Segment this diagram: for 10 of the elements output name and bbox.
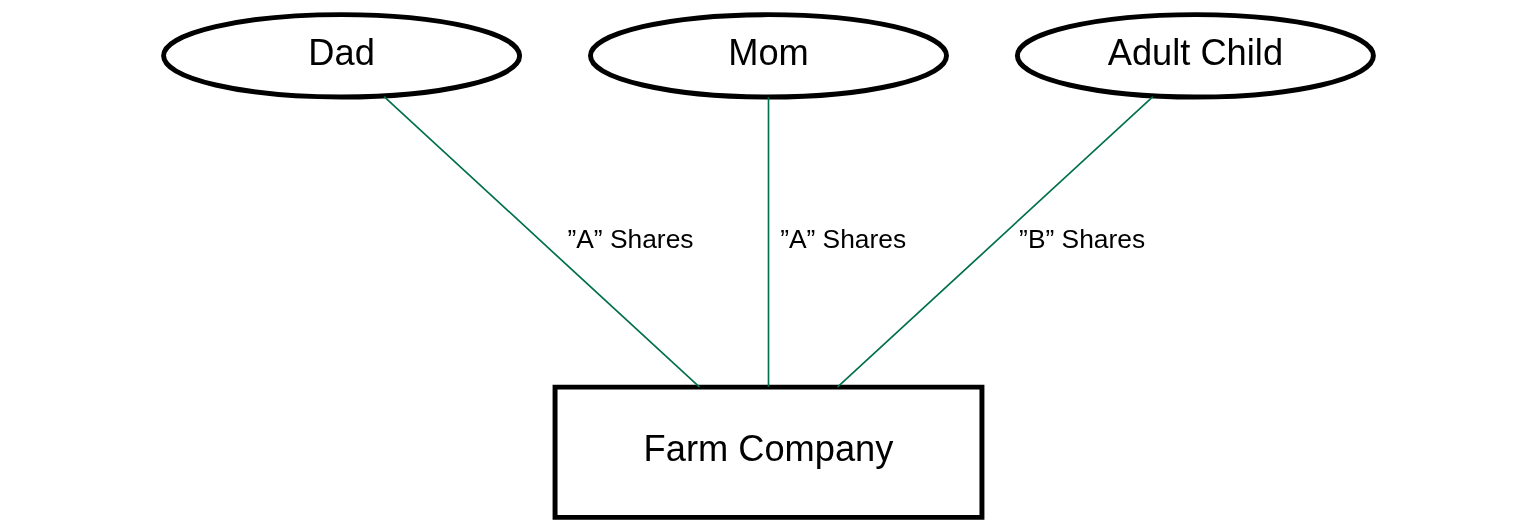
edge-label: ”A” Shares — [567, 224, 694, 255]
connector — [836, 95, 1154, 388]
node-ellipse: Adult Child — [1014, 12, 1376, 100]
connector — [383, 95, 701, 388]
edge-label: ”B” Shares — [1019, 224, 1146, 255]
node-box: Farm Company — [552, 384, 985, 520]
node-ellipse: Dad — [161, 12, 523, 100]
edge-label: ”A” Shares — [780, 224, 907, 255]
connector — [767, 96, 770, 388]
node-ellipse: Mom — [588, 12, 949, 100]
